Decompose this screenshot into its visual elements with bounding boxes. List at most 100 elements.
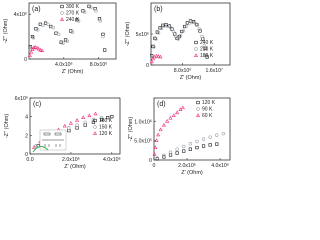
panel-label: (a) xyxy=(32,6,41,13)
data-point xyxy=(188,147,192,151)
legend-marker xyxy=(194,40,198,45)
data-point xyxy=(200,34,204,39)
series-60-k xyxy=(152,105,185,156)
data-point xyxy=(168,153,173,157)
data-point xyxy=(87,113,92,118)
series-270-k xyxy=(29,5,105,50)
data-point xyxy=(182,149,186,153)
data-point xyxy=(191,20,195,24)
legend-label: 120 K xyxy=(202,100,216,106)
legend-label: 90 K xyxy=(202,107,213,113)
data-point xyxy=(75,118,80,122)
data-point xyxy=(204,53,209,58)
series-180-k xyxy=(149,53,163,64)
data-point xyxy=(159,26,163,31)
data-point xyxy=(62,123,67,128)
data-point xyxy=(165,24,170,28)
legend-label: 180 K xyxy=(99,118,113,124)
x-axis-label: Z' (Ohm) xyxy=(180,75,202,81)
plot-frame xyxy=(28,2,117,60)
legend-marker xyxy=(93,118,97,123)
legend-label: 270 K xyxy=(66,11,80,17)
data-point xyxy=(106,116,110,120)
data-point xyxy=(195,23,199,27)
data-point xyxy=(67,126,71,130)
legend-label: 240 K xyxy=(66,17,80,23)
data-point xyxy=(180,105,185,110)
x-tick-label: 4.0x10⁶ xyxy=(55,62,73,68)
y-tick-label: 5x10⁶ xyxy=(136,32,149,38)
data-point xyxy=(82,10,87,14)
y-tick-label: 0 xyxy=(149,158,152,164)
y-tick-label: 0 xyxy=(146,63,149,69)
legend-marker xyxy=(194,47,198,51)
y-tick-label: 2 xyxy=(25,133,28,139)
data-point xyxy=(208,135,212,139)
resistor-symbol xyxy=(43,132,51,136)
data-point xyxy=(174,34,178,39)
y-tick-label: 5.0x10⁵ xyxy=(134,139,152,145)
data-point xyxy=(30,47,35,51)
data-point xyxy=(35,28,40,32)
legend-marker xyxy=(196,100,200,105)
data-point xyxy=(208,143,212,147)
data-point xyxy=(194,22,198,26)
y-axis-label: -Z'' (Ohm) xyxy=(128,117,134,142)
x-axis-label: Z' (Ohm) xyxy=(181,170,203,176)
y-tick-label: 0 xyxy=(25,152,28,158)
data-point xyxy=(40,48,45,52)
data-point xyxy=(61,41,65,46)
data-point xyxy=(153,145,158,149)
series-90-k xyxy=(155,131,226,160)
data-point xyxy=(93,111,98,116)
panel-label: (d) xyxy=(157,101,166,108)
data-point xyxy=(201,144,206,148)
data-point xyxy=(195,139,199,144)
data-point xyxy=(67,129,71,133)
legend-marker xyxy=(92,131,98,135)
data-point xyxy=(215,142,219,146)
data-point xyxy=(195,146,199,150)
legend-label: 210 K xyxy=(200,47,214,53)
plot-frame xyxy=(150,2,231,66)
data-point xyxy=(99,115,104,120)
data-point xyxy=(110,115,114,119)
panel-label: (b) xyxy=(154,6,163,13)
legend-label: 180 K xyxy=(200,53,214,59)
plot-frame xyxy=(153,97,231,161)
data-point xyxy=(33,45,38,49)
data-point xyxy=(168,115,173,120)
data-point xyxy=(180,29,184,34)
y-tick-label: 4 xyxy=(25,115,28,121)
data-point xyxy=(153,36,157,40)
legend-marker xyxy=(193,53,199,57)
series-210-k xyxy=(150,20,209,59)
data-point xyxy=(158,54,163,59)
data-point xyxy=(215,133,219,137)
fit-arc xyxy=(32,146,49,153)
data-point xyxy=(150,54,154,58)
data-point xyxy=(27,53,32,58)
data-point xyxy=(156,132,161,137)
data-point xyxy=(54,31,58,35)
data-point xyxy=(151,44,155,48)
data-point xyxy=(81,115,86,119)
data-point xyxy=(192,19,196,24)
data-point xyxy=(158,127,163,132)
legend-label: 120 K xyxy=(99,131,113,137)
legend-marker xyxy=(59,17,65,21)
legend-marker xyxy=(196,107,200,111)
data-point xyxy=(182,24,187,29)
data-point xyxy=(178,107,183,112)
y-axis-label: -Z'' (Ohm) xyxy=(125,22,131,47)
data-point xyxy=(197,27,201,31)
data-point xyxy=(29,46,33,50)
data-point xyxy=(101,34,105,39)
data-point xyxy=(175,110,180,115)
data-point xyxy=(43,21,48,25)
data-point xyxy=(176,37,180,41)
data-point xyxy=(152,45,156,49)
